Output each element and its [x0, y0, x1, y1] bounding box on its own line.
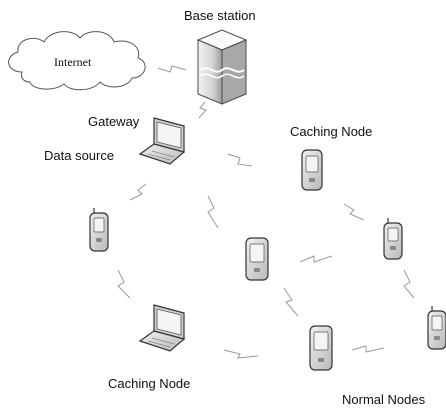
phone-icon: [301, 149, 323, 191]
wireless-links: [117, 65, 415, 359]
link-phone-right-phone-far: [403, 269, 415, 299]
phone-icon: [245, 237, 269, 281]
link-laptop-bottom-phone-bottom: [223, 349, 259, 359]
link-phone-bottom-phone-far: [351, 345, 385, 353]
phone-icon: [383, 218, 403, 260]
link-internet-base: [157, 65, 187, 73]
laptop-icon: [138, 117, 186, 165]
laptop-icon: [138, 304, 186, 352]
link-phone-center-phone-right: [299, 255, 333, 263]
link-gateway-phone-left: [129, 183, 147, 201]
link-gateway-caching-top: [227, 153, 253, 167]
cloud-icon: [8, 31, 146, 91]
phone-icon: [309, 325, 333, 371]
data-source-label: Data source: [44, 148, 114, 163]
link-caching-top-phone-right: [343, 203, 365, 221]
link-gateway-phone-center: [207, 195, 219, 229]
internet-label: Internet: [54, 55, 92, 69]
base-station-label: Base station: [184, 8, 256, 23]
normal-nodes-label: Normal Nodes: [342, 392, 426, 407]
server-icon: [196, 29, 248, 105]
phone-icon: [427, 306, 446, 350]
phone-icon: [89, 208, 109, 252]
link-base-gateway: [198, 101, 207, 119]
gateway-label: Gateway: [88, 114, 140, 129]
caching-node-label-top: Caching Node: [290, 124, 372, 139]
link-phone-left-laptop-bottom: [117, 269, 131, 299]
caching-node-label-bottom: Caching Node: [108, 376, 190, 391]
link-phone-center-phone-bottom: [283, 287, 299, 317]
